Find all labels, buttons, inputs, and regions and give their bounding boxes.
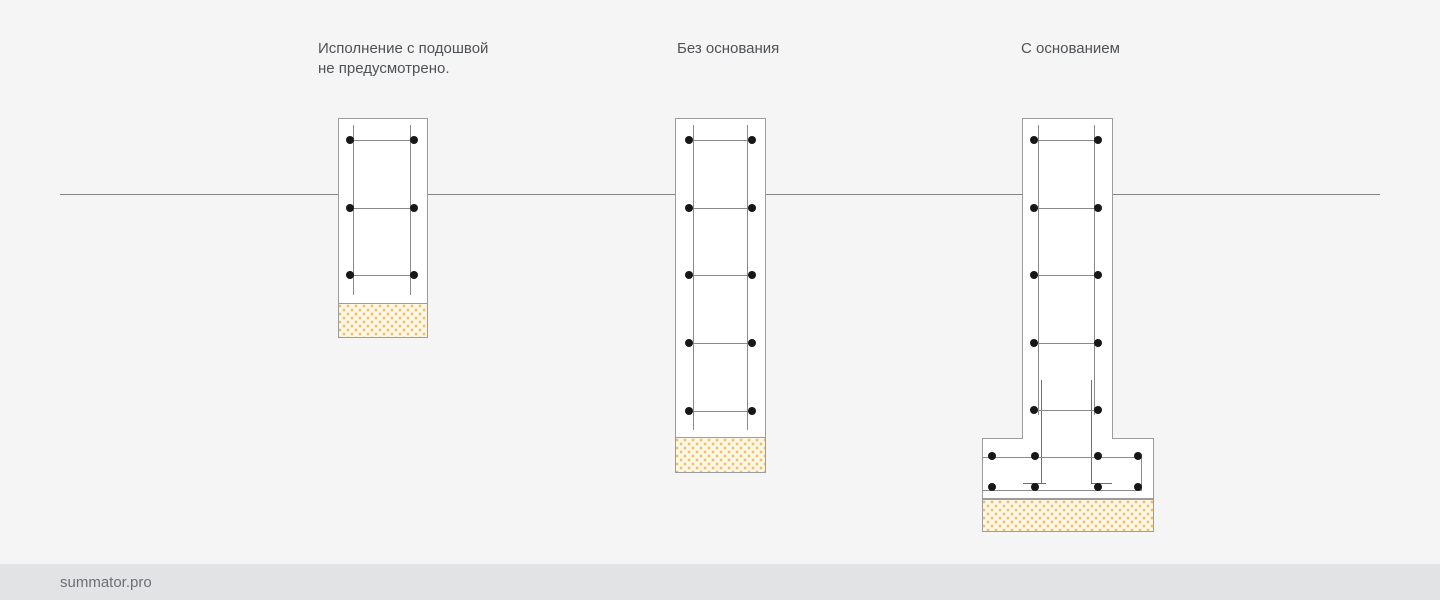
rebar-dot (1031, 452, 1039, 460)
rebar-dot (1031, 483, 1039, 491)
rebar-dot (748, 136, 756, 144)
rebar-dot (1030, 339, 1038, 347)
footing-rebar-bottom (983, 490, 1142, 491)
rebar-dot (685, 136, 693, 144)
footer-site-text: summator.pro (60, 573, 152, 591)
rebar-dot (1030, 406, 1038, 414)
rebar-dot (1094, 406, 1102, 414)
rebar-dot (410, 204, 418, 212)
rebar-dot (1094, 271, 1102, 279)
sand-base (982, 499, 1154, 532)
rebar-dot (685, 271, 693, 279)
tie-bar (349, 140, 416, 141)
figure-caption-no-sole: Исполнение с подошвой не предусмотрено. (318, 40, 489, 77)
rebar-vertical-left (1038, 125, 1039, 415)
footing-shoulder-right (1112, 438, 1154, 439)
rebar-vertical-right (747, 125, 748, 430)
rebar-dot (988, 452, 996, 460)
tie-bar (1033, 343, 1099, 344)
rebar-dot (988, 483, 996, 491)
rebar-dot (1094, 136, 1102, 144)
rebar-vertical-right (1094, 125, 1095, 415)
tie-bar (1033, 410, 1099, 411)
tie-bar (688, 208, 754, 209)
tie-bar (688, 275, 754, 276)
rebar-dot (685, 204, 693, 212)
rebar-dot (1134, 483, 1142, 491)
tie-bar (688, 140, 754, 141)
tie-bar (1033, 208, 1099, 209)
sand-base (338, 303, 428, 338)
rebar-dot (685, 407, 693, 415)
rebar-dot (1134, 452, 1142, 460)
rebar-dot (748, 204, 756, 212)
tie-bar (349, 275, 416, 276)
footing-shoulder-left (982, 438, 1023, 439)
rebar-dot (1094, 204, 1102, 212)
figure-caption-with-base: С основанием (1021, 40, 1120, 57)
rebar-dot (685, 339, 693, 347)
rebar-dot (748, 339, 756, 347)
footing-rebar-bend (1141, 457, 1142, 491)
rebar-vertical-left (353, 125, 354, 295)
rebar-dot (1094, 452, 1102, 460)
rebar-dot (1094, 339, 1102, 347)
figure-caption-without-base: Без основания (677, 40, 780, 57)
tie-bar (688, 411, 754, 412)
tie-bar (1033, 140, 1099, 141)
footer-bar: summator.pro (0, 564, 1440, 600)
rebar-dot (1030, 204, 1038, 212)
rebar-dot (748, 407, 756, 415)
rebar-dot (1094, 483, 1102, 491)
rebar-dot (346, 271, 354, 279)
sand-base (675, 437, 766, 473)
dowel-bar-right (1091, 380, 1092, 483)
rebar-dot (410, 271, 418, 279)
rebar-dot (346, 204, 354, 212)
tie-bar (1033, 275, 1099, 276)
rebar-dot (410, 136, 418, 144)
tie-bar (349, 208, 416, 209)
rebar-dot (748, 271, 756, 279)
rebar-dot (346, 136, 354, 144)
dowel-hook-right (1091, 483, 1112, 484)
rebar-dot (1030, 136, 1038, 144)
dowel-bar-left (1041, 380, 1042, 483)
tie-bar (688, 343, 754, 344)
rebar-dot (1030, 271, 1038, 279)
rebar-vertical-left (693, 125, 694, 430)
footing-outline (982, 438, 1154, 499)
footing-rebar-top (983, 457, 1142, 458)
